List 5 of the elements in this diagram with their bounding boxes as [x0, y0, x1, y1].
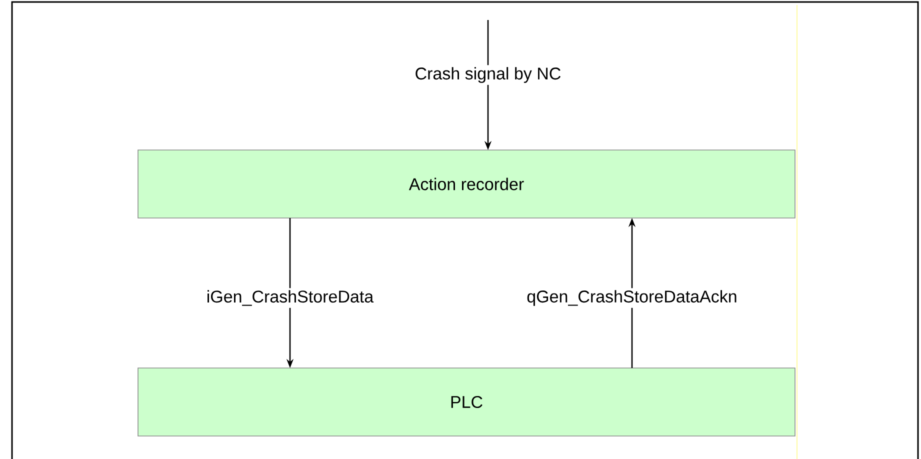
- edge-label: qGen_CrashStoreDataAckn: [524, 288, 740, 308]
- process-box: Action recorder: [138, 150, 796, 218]
- process-box: PLC: [138, 368, 796, 436]
- edge-label: iGen_CrashStoreData: [204, 288, 376, 308]
- edge-label: Crash signal by NC: [412, 65, 564, 85]
